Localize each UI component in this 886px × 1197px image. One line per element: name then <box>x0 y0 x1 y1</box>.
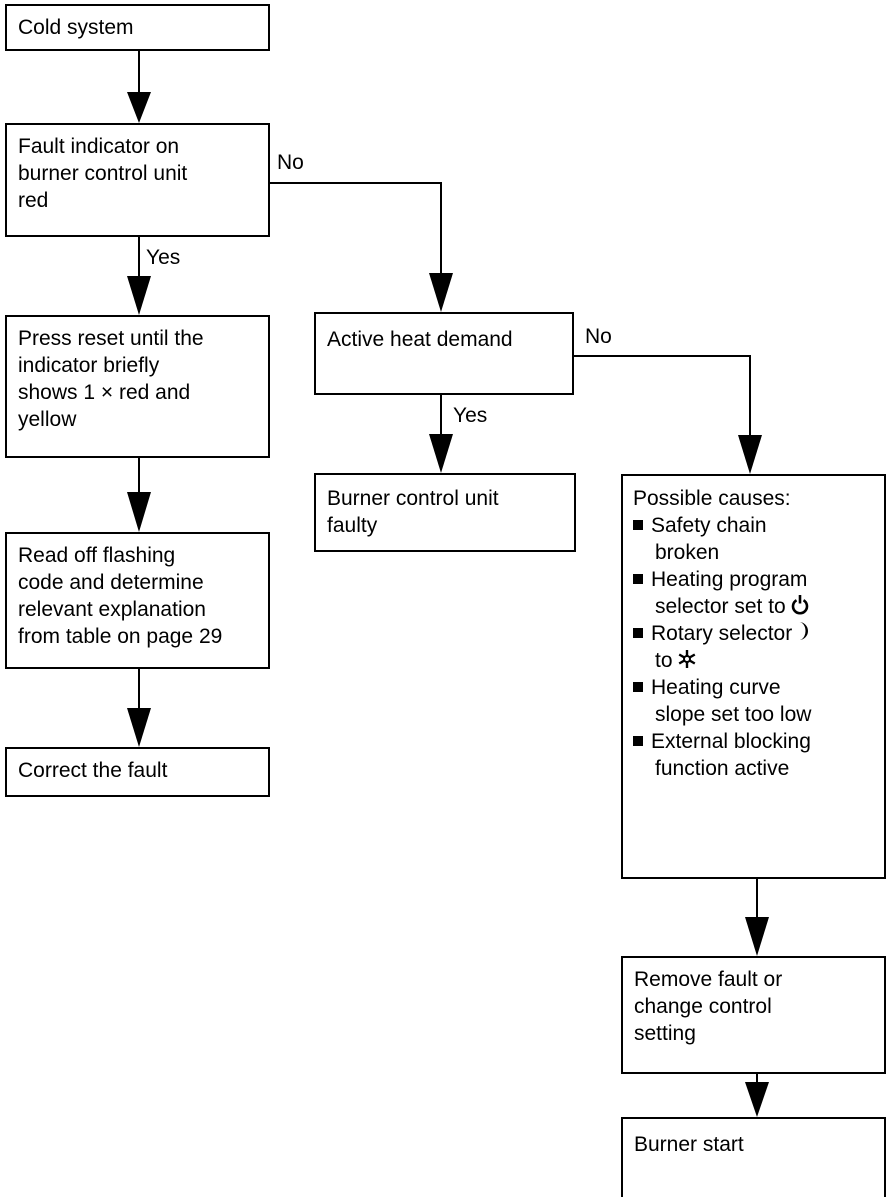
node-active-heat-demand: Active heat demand <box>314 312 574 395</box>
node-remove-fault: Remove fault or change control setting <box>621 956 886 1074</box>
cause-text: External blocking <box>651 730 811 753</box>
cause-item-continued: selector set to <box>633 593 876 620</box>
node-text: from table on page 29 <box>18 625 223 648</box>
cause-text: to <box>655 649 673 672</box>
node-text: Active heat demand <box>327 328 513 351</box>
arrowhead <box>127 708 151 747</box>
node-fault-indicator: Fault indicator on burner control unit r… <box>5 123 270 237</box>
cause-item: Rotary selector <box>633 620 876 647</box>
edge-fault-no-to-heat <box>268 182 442 273</box>
node-text: yellow <box>18 408 77 431</box>
cause-text: Heating curve <box>651 676 781 699</box>
node-text: burner control unit <box>18 162 188 185</box>
arrowhead <box>127 492 151 532</box>
moon-icon <box>799 622 809 640</box>
cause-text: broken <box>655 541 720 564</box>
node-text: Burner control unit <box>327 487 499 510</box>
cause-item-continued: to <box>633 647 876 674</box>
node-text: red <box>18 189 49 212</box>
node-correct-fault: Correct the fault <box>5 747 270 797</box>
cause-item: External blocking <box>633 728 876 755</box>
cause-text: slope set too low <box>655 703 812 726</box>
cause-text: function active <box>655 757 790 780</box>
node-text: setting <box>634 1022 696 1045</box>
cause-text: Rotary selector <box>651 622 793 645</box>
node-possible-causes: Possible causes: Safety chain broken Hea… <box>621 474 886 879</box>
edge-label-yes: Yes <box>453 404 488 427</box>
node-text: indicator briefly <box>18 354 160 377</box>
node-text: Read off flashing <box>18 544 176 567</box>
arrowhead <box>738 435 762 474</box>
arrowhead <box>127 276 151 315</box>
node-text: change control <box>634 995 772 1018</box>
bullet-icon <box>633 736 643 746</box>
cause-text: Heating program <box>651 568 808 591</box>
node-cold-system: Cold system <box>5 4 270 51</box>
arrowhead <box>745 917 769 956</box>
node-text: Press reset until the <box>18 327 204 350</box>
bullet-icon <box>633 628 643 638</box>
edge-label-no: No <box>585 325 612 348</box>
node-burner-faulty: Burner control unit faulty <box>314 473 576 552</box>
node-text: Remove fault or <box>634 968 783 991</box>
cause-item: Heating curve <box>633 674 876 701</box>
node-press-reset: Press reset until the indicator briefly … <box>5 315 270 458</box>
cause-text: selector set to <box>655 595 786 618</box>
cause-item: Safety chain <box>633 512 876 539</box>
arrowhead <box>127 92 151 123</box>
arrowhead <box>429 434 453 473</box>
cause-text: Safety chain <box>651 514 767 537</box>
node-text: Burner start <box>634 1133 744 1156</box>
cause-item: Heating program <box>633 566 876 593</box>
edge-heat-no-to-causes <box>572 355 751 435</box>
node-text: Fault indicator on <box>18 135 180 158</box>
node-burner-start: Burner start <box>621 1117 886 1197</box>
snowflake-icon <box>678 650 695 668</box>
node-text: Correct the fault <box>18 759 168 782</box>
node-text: faulty <box>327 514 378 537</box>
node-read-code: Read off flashing code and determine rel… <box>5 532 270 669</box>
arrowhead <box>429 273 453 312</box>
bullet-icon <box>633 574 643 584</box>
node-text: shows 1 × red and <box>18 381 191 404</box>
node-text: code and determine <box>18 571 204 594</box>
bullet-icon <box>633 520 643 530</box>
node-text: relevant explanation <box>18 598 206 621</box>
node-text: Cold system <box>18 16 134 39</box>
edge-label-no: No <box>277 151 304 174</box>
standby-power-icon <box>791 595 808 615</box>
edge-label-yes: Yes <box>146 246 181 269</box>
bullet-icon <box>633 682 643 692</box>
arrowhead <box>745 1082 769 1117</box>
causes-title: Possible causes: <box>633 487 791 510</box>
